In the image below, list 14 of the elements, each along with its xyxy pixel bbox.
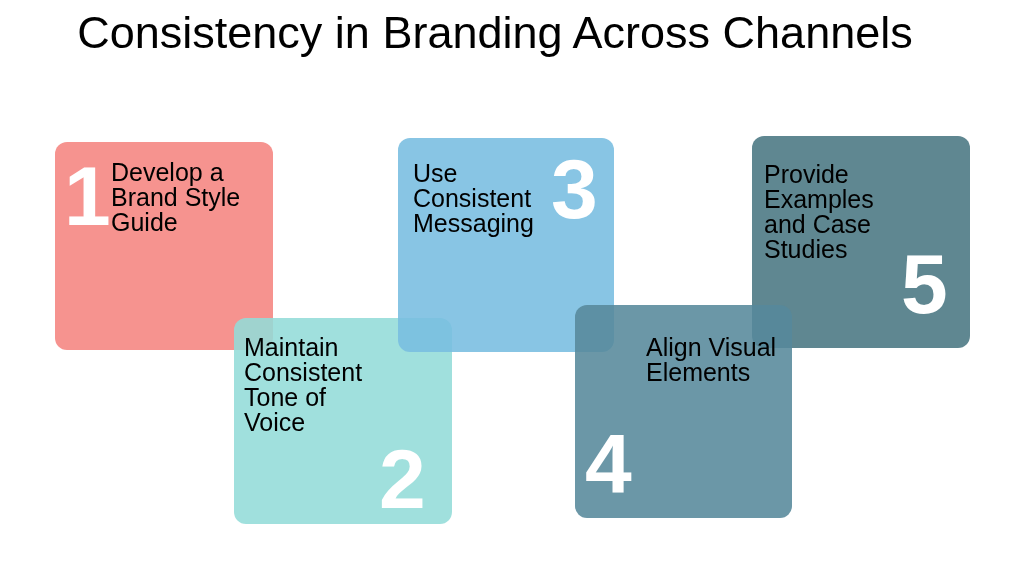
- step-number: 2: [379, 437, 426, 521]
- step-card: [398, 138, 614, 352]
- diagram-title: Consistency in Branding Across Channels: [76, 10, 914, 55]
- step-heading: Maintain Consistent Tone of Voice: [244, 335, 364, 435]
- step-heading: Develop a Brand Style Guide: [111, 160, 242, 235]
- step-number: 5: [901, 242, 948, 326]
- step-heading: Align Visual Elements: [646, 335, 778, 385]
- step-heading: Provide Examples and Case Studies: [764, 162, 875, 262]
- step-number: 3: [551, 147, 598, 231]
- step-number: 1: [64, 154, 111, 238]
- step-heading: Use Consistent Messaging: [413, 161, 535, 236]
- step-card: [575, 305, 792, 518]
- step-card: [234, 318, 452, 524]
- step-number: 4: [585, 422, 632, 506]
